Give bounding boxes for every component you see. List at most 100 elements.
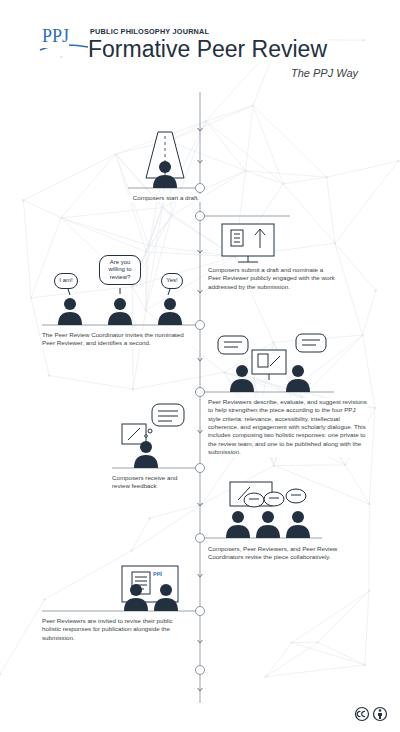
speech-bubble: Are you willing to review? [99,255,141,286]
network-line [345,465,369,504]
feedback-illustration [122,404,184,468]
network-dot [148,517,150,519]
network-dot [43,598,45,600]
network-line [31,287,132,298]
network-line [61,154,116,218]
network-dot [253,377,255,379]
network-line [146,216,171,252]
network-dot [114,153,116,155]
network-dot [397,160,399,162]
network-dot [273,464,275,466]
network-line [335,161,399,243]
network-line [206,121,283,184]
journal-name: PUBLIC PHILOSOPHY JOURNAL [90,27,209,37]
subtitle: The PPJ Way [291,66,358,81]
network-line [246,171,327,177]
network-line [23,200,31,298]
network-line [246,171,284,184]
network-dot [244,170,246,172]
network-line [145,252,146,310]
network-dot [161,206,163,208]
network-dot [170,215,172,217]
network-line [23,200,61,218]
publication-illustration [122,566,178,611]
timeline-dots [196,184,205,675]
network-line [150,504,202,518]
network-dot [148,244,150,246]
bubble-text: I am! [59,277,72,285]
network-line [274,465,369,503]
network-dot [317,641,319,643]
document-logo: ppj [153,569,162,577]
network-line [318,642,365,665]
network-line [206,106,253,122]
network-dot [374,407,376,409]
network-line [253,106,327,178]
network-line [133,310,146,389]
network-dot [361,334,363,336]
network-line [363,290,376,335]
network-line [49,376,133,390]
network-line [368,504,369,591]
step-text: Peer Reviewers describe, evaluate, and s… [208,398,368,457]
network-line [274,464,345,466]
title: Formative Peer Review [88,36,327,64]
submit-monitor [222,224,274,262]
network-line [132,287,146,311]
network-dot [30,297,32,299]
network-line [206,121,246,171]
network-dot [334,242,336,244]
network-dot [368,503,370,505]
network-line [61,208,162,218]
network-dot [223,371,225,373]
network-dot [326,176,328,178]
network-line [146,252,235,257]
network-dot [362,39,364,41]
network-line [44,551,131,600]
network-line [292,642,318,643]
network-line [318,591,369,642]
step-text: Composers, Peer Reviewers, and Peer Revi… [208,545,350,562]
network-dot [368,590,370,592]
draft-illustration [146,132,184,188]
network-dot [145,251,147,253]
network-line [0,600,44,674]
network-line [23,154,115,200]
network-line [327,177,335,243]
network-line [169,106,253,142]
network-line [292,591,369,643]
network-dot [272,341,274,343]
network-line [133,372,224,389]
network-dot [265,675,267,677]
network-line [283,177,326,184]
network-line [335,243,376,290]
network-line [335,243,363,335]
network-line [365,591,369,665]
step-text: The Peer Review Coordinator invites the … [42,331,192,348]
bubble-text: Yes! [166,277,177,285]
step-text: Composers start a draft. [126,194,206,202]
network-dot [132,388,134,390]
network-dot [205,120,207,122]
license-icons [356,708,387,721]
network-line [283,184,335,243]
network-line [61,218,146,252]
network-line [292,643,365,665]
network-line [61,218,149,246]
network-dot [131,285,133,287]
network-line [369,408,375,504]
speech-bubble: I am! [54,273,77,289]
step-text: Composers submit a draft and nominate a … [208,266,336,291]
network-dot [22,199,24,201]
network-dot [344,464,346,466]
network-dot [60,217,62,219]
network-dot [291,641,293,643]
network-dot [0,673,1,675]
bubble-text: Are you willing to review? [104,259,136,282]
network-dot [252,104,254,106]
speech-bubble: Yes! [161,273,182,289]
collaboration-illustration [226,482,310,538]
network-line [132,504,202,550]
network-dot [145,309,147,311]
